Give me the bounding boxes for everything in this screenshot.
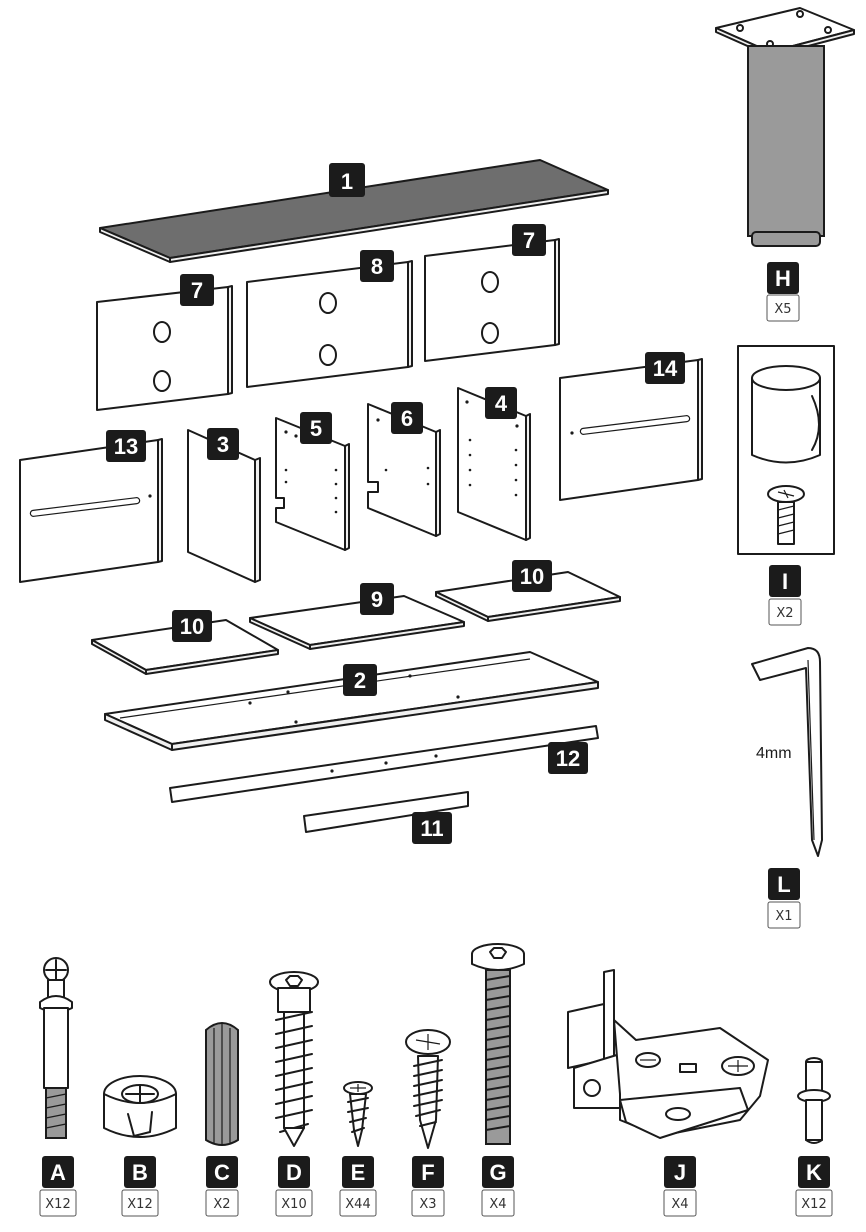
panel-4 (457, 387, 531, 541)
svg-text:5: 5 (310, 416, 322, 441)
panel-11 (303, 791, 469, 833)
panel-6 (367, 403, 441, 537)
label-b: B X12 (121, 1156, 159, 1217)
svg-text:X12: X12 (801, 1197, 826, 1212)
svg-text:7: 7 (191, 278, 203, 303)
svg-text:X12: X12 (127, 1197, 152, 1212)
svg-text:X44: X44 (345, 1197, 370, 1212)
svg-text:6: 6 (401, 406, 413, 431)
label-10-right: 10 (512, 560, 552, 592)
label-7-right: 7 (512, 224, 546, 256)
svg-text:X4: X4 (671, 1197, 688, 1212)
svg-text:E: E (351, 1160, 366, 1185)
svg-text:X2: X2 (213, 1197, 230, 1212)
svg-text:L: L (777, 872, 790, 897)
label-10-left: 10 (172, 610, 212, 642)
label-9: 9 (360, 583, 394, 615)
panel-7-left (96, 285, 233, 411)
label-6: 6 (391, 402, 423, 434)
label-1: 1 (329, 163, 365, 197)
label-14: 14 (645, 352, 685, 384)
label-g: G X4 (481, 1156, 515, 1217)
svg-text:C: C (214, 1160, 230, 1185)
svg-text:3: 3 (217, 432, 229, 457)
label-l: L X1 (767, 868, 801, 929)
svg-text:X2: X2 (776, 606, 793, 621)
panel-5 (275, 417, 350, 551)
label-5: 5 (300, 412, 332, 444)
panel-10-right (435, 571, 621, 622)
svg-text:B: B (132, 1160, 148, 1185)
svg-text:X3: X3 (419, 1197, 436, 1212)
pan-screw-part-f (405, 1029, 451, 1149)
svg-text:K: K (806, 1160, 822, 1185)
label-11: 11 (412, 812, 452, 844)
svg-text:9: 9 (371, 587, 383, 612)
svg-text:1: 1 (341, 169, 353, 194)
label-i: I X2 (768, 565, 802, 626)
dowel-part-c (205, 1022, 239, 1146)
svg-text:X12: X12 (45, 1197, 70, 1212)
cam-lock-part-b (103, 1075, 177, 1138)
svg-text:X4: X4 (489, 1197, 506, 1212)
label-13: 13 (106, 430, 146, 462)
svg-text:4mm: 4mm (756, 745, 792, 762)
svg-text:I: I (782, 569, 788, 594)
label-7-left: 7 (180, 274, 214, 306)
svg-text:X1: X1 (775, 909, 792, 924)
long-bolt-part-g (471, 943, 525, 1145)
hex-key-part-l: 4mm (751, 647, 823, 857)
label-3: 3 (207, 428, 239, 460)
svg-text:4: 4 (495, 391, 508, 416)
label-2: 2 (343, 664, 377, 696)
svg-text:X10: X10 (281, 1197, 306, 1212)
svg-text:13: 13 (114, 434, 138, 459)
label-d: D X10 (275, 1156, 313, 1217)
panel-7-right (424, 238, 560, 362)
panel-9 (249, 595, 465, 650)
svg-text:X5: X5 (774, 302, 791, 317)
label-4: 4 (485, 387, 517, 419)
knob-part-i (737, 345, 835, 555)
label-h: H X5 (766, 262, 800, 322)
svg-text:14: 14 (653, 356, 678, 381)
svg-text:H: H (775, 266, 791, 291)
label-c: C X2 (205, 1156, 239, 1217)
label-j: J X4 (663, 1156, 697, 1217)
svg-text:10: 10 (520, 564, 544, 589)
euro-screw-part-d (269, 971, 319, 1147)
hinge-part-j (567, 969, 769, 1139)
panel-14 (559, 358, 703, 501)
shelf-pin-part-k (797, 1057, 831, 1144)
label-a: A X12 (39, 1156, 77, 1217)
svg-text:J: J (674, 1160, 686, 1185)
svg-text:F: F (421, 1160, 434, 1185)
panel-1 (99, 159, 609, 263)
panel-2 (104, 651, 599, 751)
svg-text:12: 12 (556, 746, 580, 771)
label-f: F X3 (411, 1156, 445, 1217)
svg-text:8: 8 (371, 254, 383, 279)
wood-screw-part-e (343, 1081, 373, 1147)
svg-text:A: A (50, 1160, 66, 1185)
svg-text:G: G (489, 1160, 506, 1185)
svg-text:10: 10 (180, 614, 204, 639)
cam-bolt-part-a (39, 957, 73, 1139)
label-e: E X44 (339, 1156, 377, 1217)
leg-part-h (715, 7, 855, 247)
panel-3 (187, 429, 261, 583)
panel-8 (246, 260, 413, 388)
panel-10-left (91, 619, 279, 675)
label-12: 12 (548, 742, 588, 774)
svg-text:7: 7 (523, 228, 535, 253)
label-8: 8 (360, 250, 394, 282)
svg-text:11: 11 (420, 816, 443, 841)
panel-12 (169, 725, 599, 803)
svg-text:D: D (286, 1160, 302, 1185)
svg-text:2: 2 (354, 668, 366, 693)
label-k: K X12 (795, 1156, 833, 1217)
